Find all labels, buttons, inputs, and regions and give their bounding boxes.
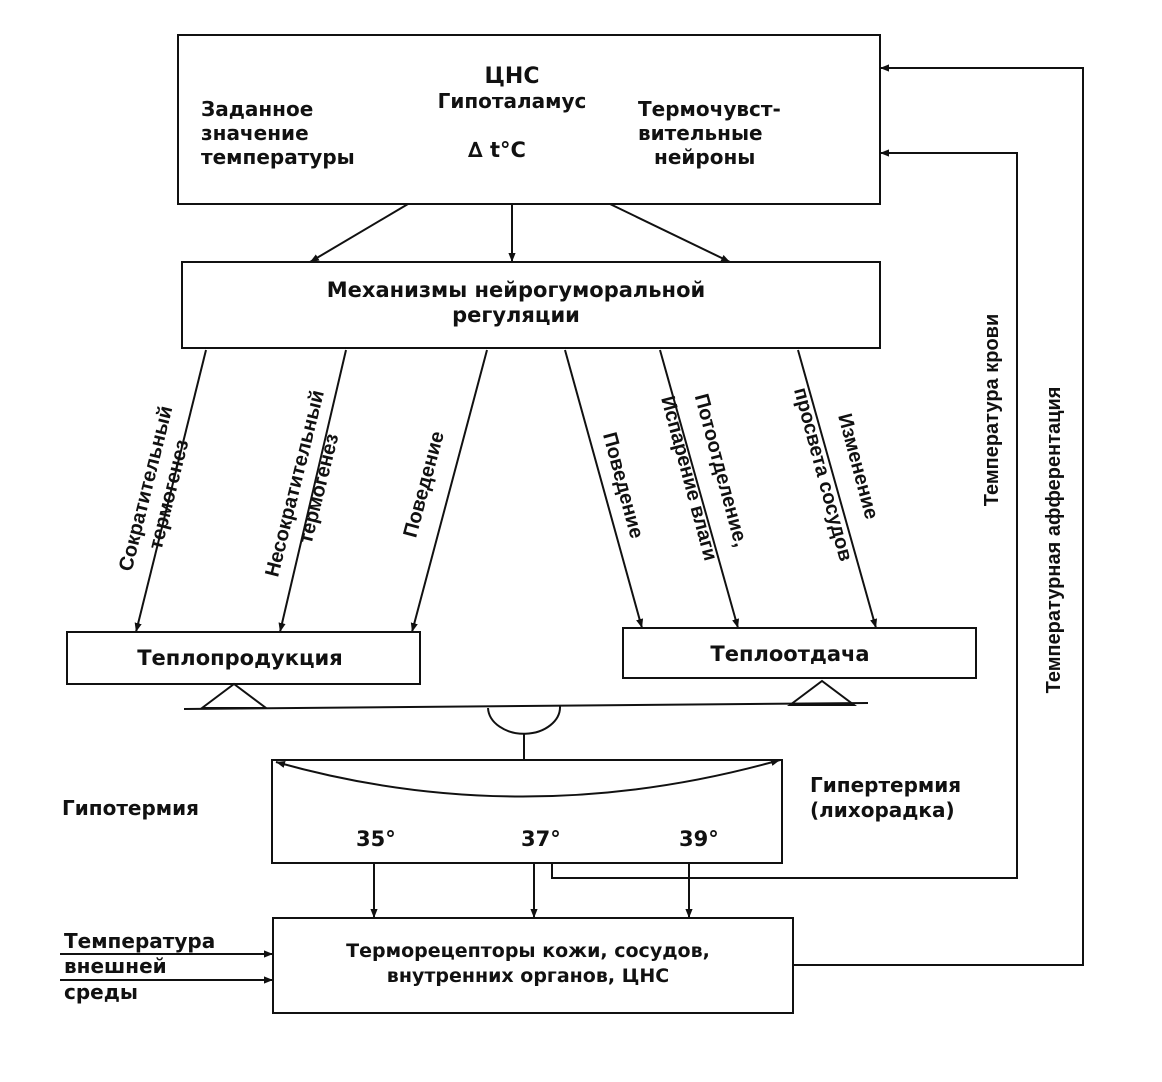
receptors-line-2: внутренних органов, ЦНС <box>387 965 669 987</box>
scale-arc <box>275 758 781 798</box>
thermosensitive-line-3: нейроны <box>654 145 755 169</box>
heat-production-box <box>66 631 421 685</box>
cns-to-regulation-arrow-left <box>309 203 409 263</box>
regulation-line-1: Механизмы нейрогуморальной <box>327 278 705 302</box>
heat-loss-box <box>622 627 977 679</box>
external-temp-line-1: Температура <box>64 929 215 953</box>
setpoint-line-1: Заданное <box>201 97 313 121</box>
cns-title: ЦНС <box>485 64 540 89</box>
hyperthermia-line-1: Гипертермия <box>810 773 961 797</box>
arrow-sweating <box>659 349 740 629</box>
receptors-line-1: Терморецепторы кожи, сосудов, <box>346 940 710 962</box>
temperature-35: 35° <box>356 827 396 851</box>
arrow-behavior-loss <box>564 349 644 629</box>
label-vessels-line-2: просвета сосудов <box>789 385 857 563</box>
balance-weight-left <box>199 682 269 709</box>
temperature-afferentation-feedback <box>793 64 1084 966</box>
external-temp-line-3: среды <box>64 980 138 1004</box>
arrow-contractile-thermogenesis <box>134 349 207 633</box>
thermosensitive-line-2: вительные <box>638 121 763 145</box>
setpoint-line-2: значение <box>201 121 309 145</box>
label-temperature-afferentation: Температурная афферентация <box>1043 387 1065 694</box>
delta-temperature-label: ∆ t°C <box>468 138 526 162</box>
hypothalamus-label: Гипоталамус <box>438 89 587 113</box>
setpoint-line-3: температуры <box>201 145 355 169</box>
heat-production-label: Теплопродукция <box>137 646 343 670</box>
label-blood-temperature: Температура крови <box>981 314 1003 507</box>
regulation-box <box>181 261 881 349</box>
label-behavior-right: Поведение <box>598 430 647 541</box>
temperature-39: 39° <box>679 827 719 851</box>
arrow-noncontractile-thermogenesis <box>278 349 347 633</box>
regulation-line-2: регуляции <box>452 303 580 327</box>
external-temp-line-2: внешней <box>64 954 167 978</box>
heat-loss-label: Теплоотдача <box>710 642 869 666</box>
cns-box <box>177 34 881 205</box>
cns-to-regulation-arrow-right <box>609 203 731 263</box>
balance-weight-right <box>787 679 857 706</box>
temperature-37: 37° <box>521 827 561 851</box>
thermosensitive-line-1: Термочувст- <box>638 97 781 121</box>
balance-pivot <box>487 705 562 735</box>
temperature-scale-box <box>271 759 783 864</box>
arrow-vessel-lumen <box>797 349 878 629</box>
blood-temperature-feedback <box>551 149 1018 879</box>
hyperthermia-line-2: (лихорадка) <box>810 798 955 822</box>
hypothermia-label: Гипотермия <box>62 796 199 820</box>
arrow-behavior-production <box>410 349 488 633</box>
balance-beam <box>183 702 869 710</box>
receptors-box <box>272 917 794 1014</box>
